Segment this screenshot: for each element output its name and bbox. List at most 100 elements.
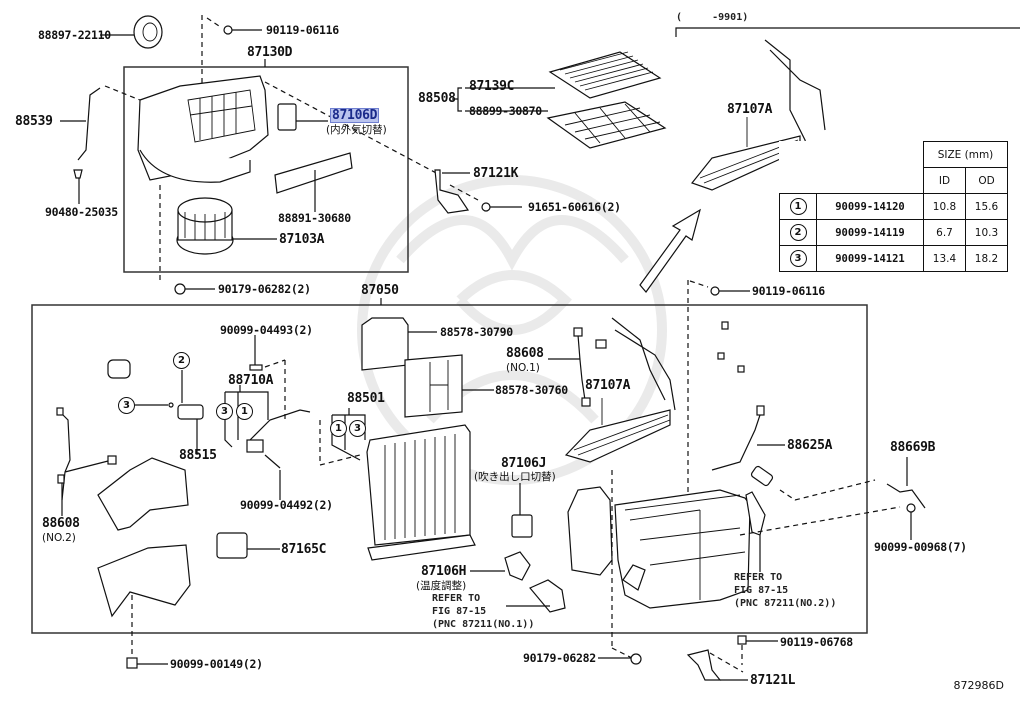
filter-element-drawing xyxy=(452,87,667,149)
size-table-row: 1 90099-14120 10.8 15.6 xyxy=(779,193,1008,220)
servo-87106d-drawing xyxy=(264,81,441,176)
blower-housing-drawing xyxy=(137,75,269,183)
part-label-87106H[interactable]: 87106H xyxy=(421,564,467,579)
screw-right-top-drawing xyxy=(687,280,750,520)
part-label-87121L[interactable]: 87121L xyxy=(750,673,796,688)
size-table-id: 6.7 xyxy=(923,219,966,246)
part-label-88625A[interactable]: 88625A xyxy=(787,438,833,453)
sensor-left-drawing xyxy=(107,359,131,379)
damper-no1-drawing xyxy=(506,579,566,613)
size-table-od: 10.3 xyxy=(965,219,1008,246)
part-label-90179-06282-2[interactable]: 90179-06282(2) xyxy=(218,282,311,296)
drain-hose-88669b-drawing xyxy=(886,457,926,509)
part-desc-88608-no1: (NO.1) xyxy=(506,362,540,374)
nut-bottom-drawing xyxy=(598,653,642,665)
part-label-90099-04493-2[interactable]: 90099-04493(2) xyxy=(220,323,313,337)
part-label-87121K[interactable]: 87121K xyxy=(473,166,519,181)
servo-87106h-drawing xyxy=(470,551,531,581)
seal-88897-drawing xyxy=(100,15,163,49)
heater-case-drawing xyxy=(567,470,751,659)
part-label-88669B[interactable]: 88669B xyxy=(890,440,936,455)
part-label-90480-25035[interactable]: 90480-25035 xyxy=(45,205,118,219)
evaporator-drawing xyxy=(319,408,476,561)
size-table-id: 10.8 xyxy=(923,193,966,220)
group-box-unit xyxy=(31,304,868,634)
size-table-row: 3 90099-14121 13.4 18.2 xyxy=(779,245,1008,272)
part-label-91651-60616-2[interactable]: 91651-60616(2) xyxy=(528,200,621,214)
size-table-header: SIZE (mm) xyxy=(923,141,1008,168)
part-label-88608-no2[interactable]: 88608 xyxy=(42,516,80,531)
resistor-87165c-drawing xyxy=(216,532,280,559)
bolt-88710-bottom-drawing xyxy=(264,454,281,500)
part-label-88539[interactable]: 88539 xyxy=(15,114,53,129)
part-label-87103A[interactable]: 87103A xyxy=(279,232,325,247)
callout-circle-3-valve: 3 xyxy=(118,397,135,414)
range-note: ( -9901) xyxy=(676,12,749,23)
arrow-up-right xyxy=(639,208,701,293)
callout-circle-1-evap: 1 xyxy=(330,420,347,437)
part-label-88578-30760[interactable]: 88578-30760 xyxy=(495,383,568,397)
blower-motor-drawing xyxy=(176,197,277,255)
nut-blower-drawing xyxy=(159,185,215,295)
part-label-87106D-highlighted[interactable]: 87106D xyxy=(330,108,380,123)
group-box-blower xyxy=(123,66,409,273)
bracket-87121l-drawing xyxy=(686,635,778,681)
drain-connector-drawing xyxy=(750,465,876,501)
refer-note-no1[interactable]: REFER TO FIG 87-15 (PNC 87211(NO.1)) xyxy=(432,593,535,630)
part-label-88608-no1[interactable]: 88608 xyxy=(506,346,544,361)
part-label-88897-22110[interactable]: 88897-22110 xyxy=(38,28,111,42)
size-table-od: 18.2 xyxy=(965,245,1008,272)
part-desc-88608-no2: (NO.2) xyxy=(42,532,76,544)
size-table-part[interactable]: 90099-14119 xyxy=(816,219,924,246)
plate-88891-drawing xyxy=(274,152,353,212)
part-label-88578-30790[interactable]: 88578-30790 xyxy=(440,325,513,339)
bracket-87121k-drawing xyxy=(434,169,522,214)
part-desc-87106J: (吹き出し口切替) xyxy=(474,471,556,483)
part-label-90119-06768[interactable]: 90119-06768 xyxy=(780,635,853,649)
size-table-col-id: ID xyxy=(923,167,966,194)
pipe-88710a-drawing xyxy=(224,385,311,453)
filter-case-drawing xyxy=(465,51,662,99)
part-label-87107A[interactable]: 87107A xyxy=(585,378,631,393)
part-label-90099-00968-7[interactable]: 90099-00968(7) xyxy=(874,540,967,554)
packing-30790-drawing xyxy=(361,317,437,371)
refer-note-no2[interactable]: REFER TO FIG 87-15 (PNC 87211(NO.2)) xyxy=(734,572,837,609)
part-label-88891-30680[interactable]: 88891-30680 xyxy=(278,211,351,225)
part-label-87139C[interactable]: 87139C xyxy=(469,79,515,94)
part-label-88899-30870[interactable]: 88899-30870 xyxy=(469,104,542,118)
part-label-90099-00149-2[interactable]: 90099-00149(2) xyxy=(170,657,263,671)
part-desc-87106D: (内外気切替) xyxy=(326,124,387,136)
packing-30760-drawing xyxy=(404,354,494,418)
part-label-87107A-top[interactable]: 87107A xyxy=(727,102,773,117)
group-label-87050[interactable]: 87050 xyxy=(361,283,399,298)
clips-drawing xyxy=(717,321,745,373)
part-label-90119-06116-top[interactable]: 90119-06116 xyxy=(266,23,339,37)
bolt-bottom-left-drawing xyxy=(126,595,168,669)
size-table-part[interactable]: 90099-14121 xyxy=(816,245,924,272)
part-label-88710A[interactable]: 88710A xyxy=(228,373,274,388)
heater-core-drawing xyxy=(564,317,676,463)
size-table-part[interactable]: 90099-14120 xyxy=(816,193,924,220)
hose-88539-drawing xyxy=(60,85,141,204)
part-label-88515[interactable]: 88515 xyxy=(179,448,217,463)
part-label-87165C[interactable]: 87165C xyxy=(281,542,327,557)
duct-left-drawing xyxy=(97,457,191,618)
part-label-90099-04492-2[interactable]: 90099-04492(2) xyxy=(240,498,333,512)
size-table-id: 13.4 xyxy=(923,245,966,272)
bolt-88710-top-drawing xyxy=(249,335,286,420)
size-table-row: 2 90099-14119 6.7 10.3 xyxy=(779,219,1008,246)
wire-88608-no1-drawing xyxy=(548,327,607,407)
figure-id: 872986D xyxy=(953,679,1004,692)
valve-88515-drawing xyxy=(135,370,204,455)
part-label-87106J[interactable]: 87106J xyxy=(501,456,547,471)
group-label-87130D[interactable]: 87130D xyxy=(247,45,293,60)
part-label-90119-06116-right[interactable]: 90119-06116 xyxy=(752,284,825,298)
part-label-88501[interactable]: 88501 xyxy=(347,391,385,406)
part-label-90179-06282[interactable]: 90179-06282 xyxy=(523,651,596,665)
callout-circle-1-pipe: 1 xyxy=(236,403,253,420)
callout-circle-3-evap: 3 xyxy=(349,420,366,437)
thermistor-88625a-drawing xyxy=(711,405,785,471)
group-label-88508[interactable]: 88508 xyxy=(418,91,456,106)
callout-circle: 2 xyxy=(789,224,807,241)
